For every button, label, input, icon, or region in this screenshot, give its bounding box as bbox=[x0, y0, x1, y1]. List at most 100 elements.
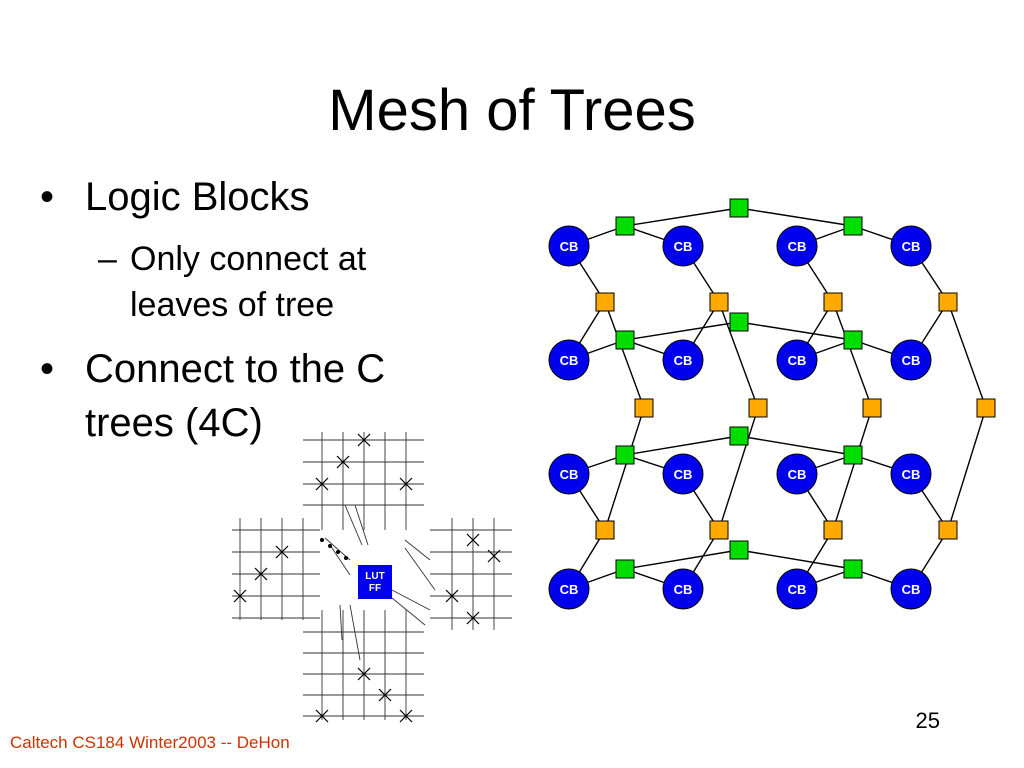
switch-cross bbox=[399, 477, 413, 491]
lut-label: LUT bbox=[365, 571, 384, 582]
column-tree-wire bbox=[947, 301, 987, 409]
cb-node bbox=[548, 225, 590, 267]
column-tree-switch bbox=[709, 292, 729, 312]
column-tree-root-switch bbox=[976, 398, 996, 418]
row-tree-wire bbox=[738, 435, 854, 456]
switch-cross bbox=[357, 667, 371, 681]
routing-connection bbox=[344, 504, 363, 546]
cb-label: CB bbox=[788, 582, 807, 597]
subbullet-text: Only connect at bbox=[130, 240, 367, 278]
cb-label: CB bbox=[788, 467, 807, 482]
cb-node bbox=[776, 568, 818, 610]
connection-dot bbox=[320, 538, 324, 542]
subbullet-text: leaves of tree bbox=[130, 286, 335, 324]
column-tree-root-switch bbox=[634, 398, 654, 418]
bullet-dot: • bbox=[40, 175, 55, 219]
row-tree-switch bbox=[615, 330, 635, 350]
row-tree-wire bbox=[738, 207, 854, 227]
connection-dot bbox=[344, 556, 348, 560]
cb-label: CB bbox=[560, 467, 579, 482]
routing-connection bbox=[391, 589, 431, 611]
switch-cross bbox=[315, 477, 329, 491]
cb-node bbox=[890, 568, 932, 610]
routing-connection bbox=[339, 604, 343, 641]
routing-connection bbox=[404, 539, 431, 561]
cb-label: CB bbox=[560, 353, 579, 368]
cb-node bbox=[662, 339, 704, 381]
bullet-dot: • bbox=[40, 347, 55, 391]
column-tree-wire bbox=[604, 407, 645, 531]
cb-label: CB bbox=[788, 353, 807, 368]
footer-text: Caltech CS184 Winter2003 -- DeHon bbox=[10, 733, 290, 752]
column-tree-switch bbox=[938, 292, 958, 312]
bullet-text: Logic Blocks bbox=[85, 175, 310, 219]
row-tree-switch bbox=[843, 559, 863, 579]
switch-cross bbox=[378, 688, 392, 702]
connection-dot bbox=[336, 550, 340, 554]
switch-cross bbox=[254, 567, 268, 581]
switch-cross bbox=[445, 589, 459, 603]
column-tree-switch bbox=[595, 292, 615, 312]
column-tree-root-switch bbox=[748, 398, 768, 418]
cb-label: CB bbox=[560, 239, 579, 254]
bullet-text: Connect to the C bbox=[85, 347, 386, 391]
cb-node bbox=[548, 453, 590, 495]
row-tree-switch bbox=[615, 445, 635, 465]
row-tree-wire bbox=[624, 435, 740, 456]
routing-connection bbox=[404, 547, 436, 591]
switch-cross bbox=[233, 589, 247, 603]
column-tree-switch bbox=[595, 520, 615, 540]
column-tree-wire bbox=[947, 407, 987, 531]
bullet-text: trees (4C) bbox=[85, 401, 263, 445]
column-tree-switch bbox=[938, 520, 958, 540]
routing-detail bbox=[232, 432, 512, 720]
cb-label: CB bbox=[674, 353, 693, 368]
routing-connection bbox=[349, 604, 361, 661]
cb-node bbox=[776, 339, 818, 381]
row-tree-switch bbox=[729, 198, 749, 218]
connection-dot bbox=[328, 544, 332, 548]
routing-connection bbox=[329, 544, 351, 576]
column-tree-wire bbox=[718, 301, 759, 409]
routing-connection bbox=[391, 597, 426, 626]
cb-label: CB bbox=[902, 582, 921, 597]
switch-cross bbox=[315, 709, 329, 723]
cb-node bbox=[548, 339, 590, 381]
row-tree-switch bbox=[729, 312, 749, 332]
subbullet-dash: – bbox=[98, 240, 117, 278]
switch-cross bbox=[466, 533, 480, 547]
cb-node bbox=[662, 225, 704, 267]
row-tree-wire bbox=[738, 321, 854, 341]
row-tree-switch bbox=[729, 426, 749, 446]
row-tree-wire bbox=[624, 321, 740, 341]
cb-label: CB bbox=[902, 239, 921, 254]
cb-label: CB bbox=[560, 582, 579, 597]
cb-node bbox=[776, 225, 818, 267]
column-tree-wire bbox=[832, 301, 873, 409]
column-tree-switch bbox=[823, 292, 843, 312]
column-tree-switch bbox=[823, 520, 843, 540]
cb-label: CB bbox=[674, 467, 693, 482]
cb-node bbox=[662, 568, 704, 610]
column-tree-wire bbox=[604, 301, 645, 409]
slide-title: Mesh of Trees bbox=[328, 78, 696, 143]
row-tree-switch bbox=[843, 216, 863, 236]
row-tree-wire bbox=[624, 207, 740, 227]
cb-node bbox=[776, 453, 818, 495]
cb-node bbox=[890, 339, 932, 381]
row-tree-switch bbox=[729, 540, 749, 560]
switch-cross bbox=[357, 433, 371, 447]
cb-label: CB bbox=[902, 467, 921, 482]
row-tree-wire bbox=[624, 549, 740, 570]
switch-cross bbox=[336, 455, 350, 469]
column-tree-wire bbox=[718, 407, 759, 531]
row-tree-switch bbox=[843, 445, 863, 465]
cb-node bbox=[662, 453, 704, 495]
cb-label: CB bbox=[674, 582, 693, 597]
row-tree-switch bbox=[843, 330, 863, 350]
column-tree-root-switch bbox=[862, 398, 882, 418]
column-tree-switch bbox=[709, 520, 729, 540]
switch-cross bbox=[487, 549, 501, 563]
cb-node bbox=[548, 568, 590, 610]
